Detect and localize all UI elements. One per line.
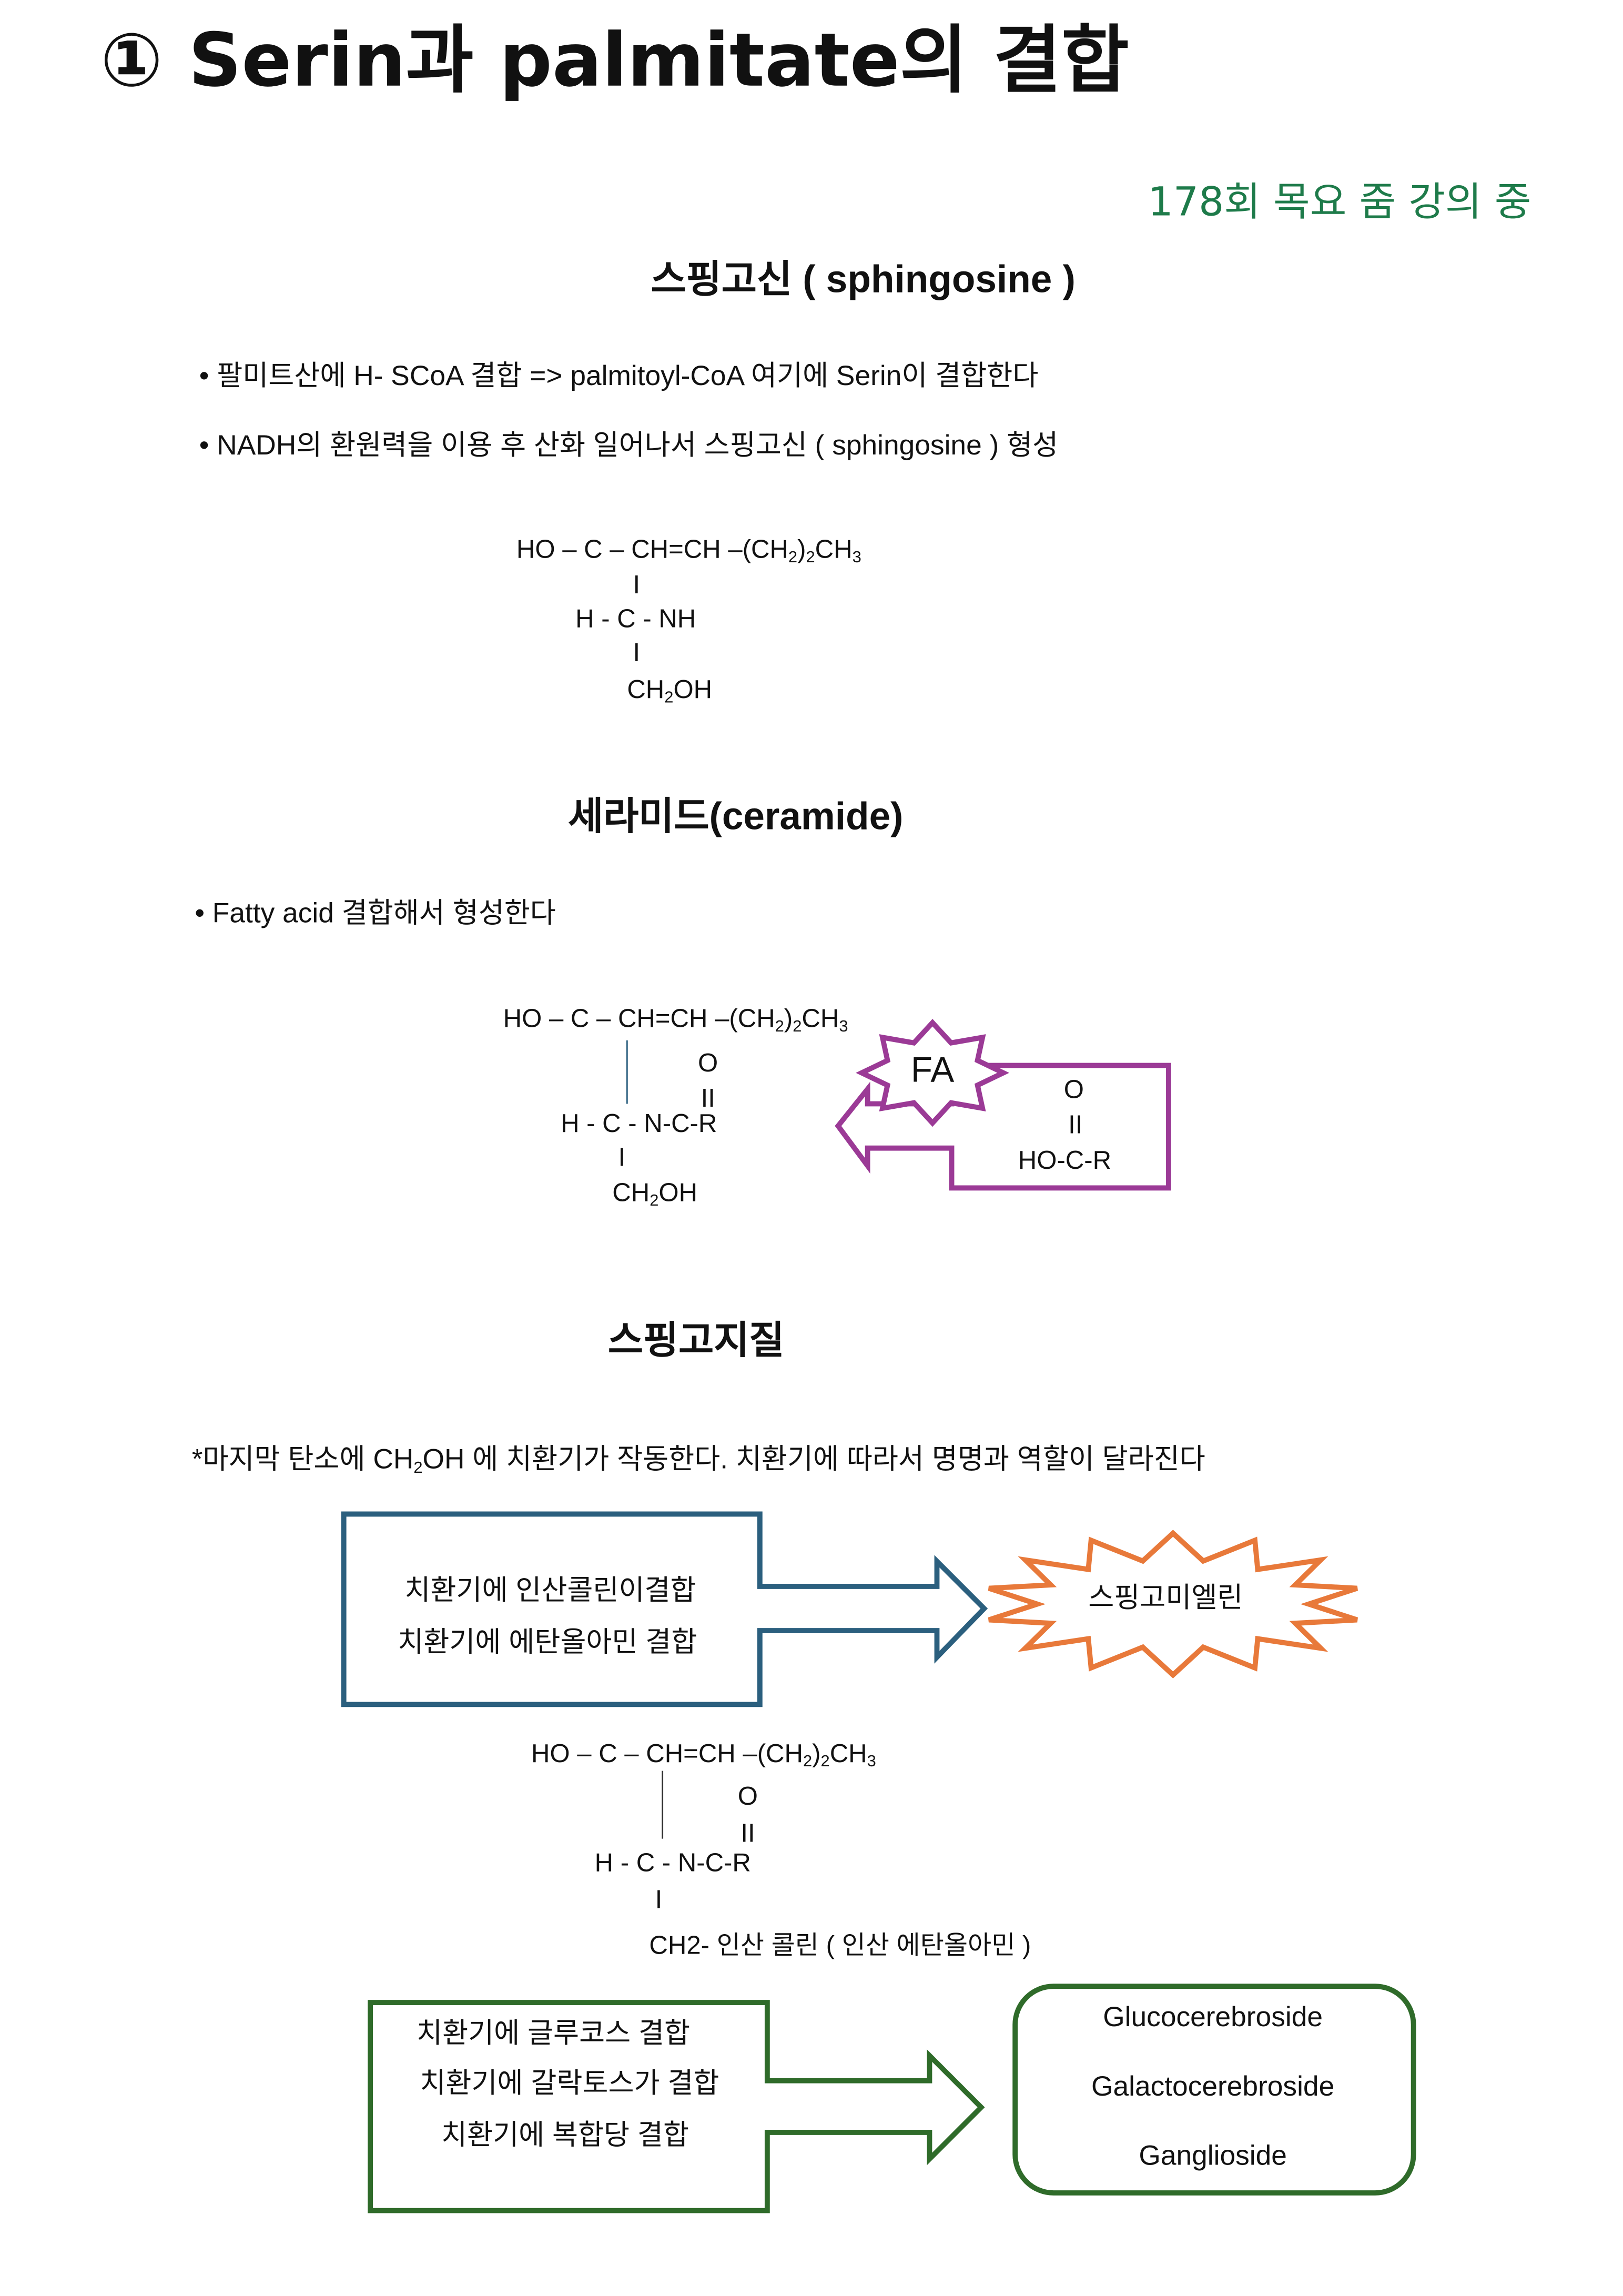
sphingomyelin-arrow-box	[341, 1511, 988, 1707]
sphingosine-formula-row2: H - C - NH	[575, 603, 696, 633]
ceramide-heading: 세라미드(ceramide)	[568, 794, 904, 838]
sphingolipid-heading: 스핑고지질	[607, 1318, 785, 1362]
ceramide-formula-row2: H - C - N-C-R	[561, 1108, 717, 1138]
sphingomyelin-starburst	[988, 1530, 1358, 1678]
ceramide-formula-row3: CH2OH	[612, 1177, 698, 1210]
side-chain: CH2- 인산 콜린 ( 인산 에탄올아민 )	[649, 1930, 1031, 1960]
carbonyl-oxygen: O	[698, 1047, 718, 1078]
cerebroside-box	[1012, 1984, 1416, 2196]
fa-label: FA	[910, 1050, 955, 1091]
box1-line1: 치환기에 인산콜린이결합	[404, 1576, 696, 1607]
acid-formula: HO-C-R	[1018, 1145, 1112, 1175]
fa-starburst	[856, 1018, 1010, 1127]
bond: I	[633, 637, 641, 667]
sphingosine-heading: 스핑고신 ( sphingosine )	[651, 257, 1076, 301]
ceramide-bullet: • Fatty acid 결합해서 형성한다	[195, 898, 556, 930]
sphingosine-formula-row3: CH2OH	[627, 674, 713, 707]
double-bond: II	[701, 1083, 715, 1113]
bullet-1: • 팔미트산에 H- SCoA 결합 => palmitoyl-CoA 여기에 …	[199, 361, 1039, 393]
sphingomyelin-formula-row1: HO – C – CH=CH –(CH2)2CH3	[531, 1738, 876, 1771]
double-bond: II	[741, 1818, 755, 1848]
sphingomyelin-formula-row2: H - C - N-C-R	[594, 1847, 751, 1877]
ganglioside: Ganglioside	[1139, 2141, 1287, 2172]
box2-line1: 치환기에 글루코스 결합	[417, 2018, 691, 2050]
sphingolipid-note: *마지막 탄소에 CH2OH 에 치환기가 작동한다. 치환기에 따라서 명명과…	[191, 1444, 1205, 1478]
page-title: ① Serin과 palmitate의 결합	[100, 17, 1129, 104]
acid-double-bond: II	[1068, 1109, 1083, 1139]
lecture-note: 178회 목요 줌 강의 중	[1148, 180, 1531, 226]
bond: I	[633, 569, 641, 600]
bond: I	[618, 1142, 626, 1172]
acid-oxygen: O	[1063, 1074, 1084, 1104]
glucocerebroside: Glucocerebroside	[1103, 2002, 1323, 2034]
sphingomyelin-label: 스핑고미엘린	[1088, 1583, 1243, 1615]
sphingosine-formula-row1: HO – C – CH=CH –(CH2)2CH3	[516, 534, 861, 567]
box1-line2: 치환기에 에탄올아민 결합	[398, 1627, 697, 1659]
bond: I	[655, 1884, 663, 1914]
carbonyl-oxygen: O	[737, 1781, 758, 1811]
box2-line3: 치환기에 복합당 결합	[441, 2120, 689, 2152]
ceramide-formula-row1: HO – C – CH=CH –(CH2)2CH3	[503, 1003, 848, 1036]
bullet-2: • NADH의 환원력을 이용 후 산화 일어나서 스핑고신 ( sphingo…	[199, 431, 1059, 462]
box2-line2: 치환기에 갈락토스가 결합	[420, 2069, 719, 2100]
galactocerebroside: Galactocerebroside	[1091, 2071, 1335, 2103]
glycolipid-arrow-box	[368, 2000, 985, 2213]
